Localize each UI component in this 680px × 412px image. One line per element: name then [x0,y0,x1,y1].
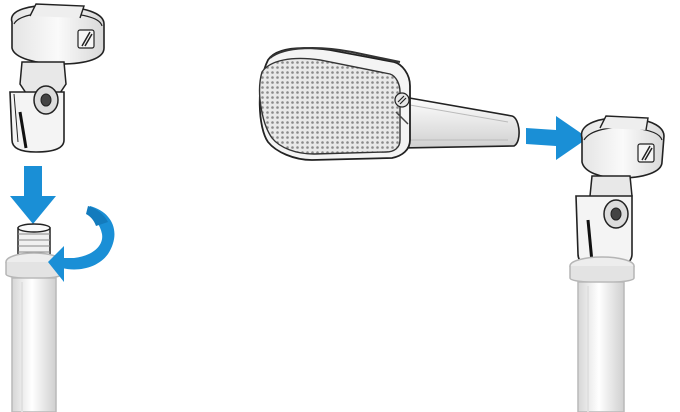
right-stand-tube [569,256,635,412]
downward-arrow-icon [10,166,56,224]
microphone [258,47,520,161]
sennheiser-logo-icon [637,143,655,163]
rightward-arrow-icon [526,116,588,160]
sennheiser-logo-icon [77,29,95,49]
microphone-logo-icon [394,92,410,125]
left-stand-tube [5,252,63,412]
rotate-arrow-icon [48,206,115,282]
right-microphone-clip [575,115,665,269]
left-microphone-clip [9,3,105,153]
